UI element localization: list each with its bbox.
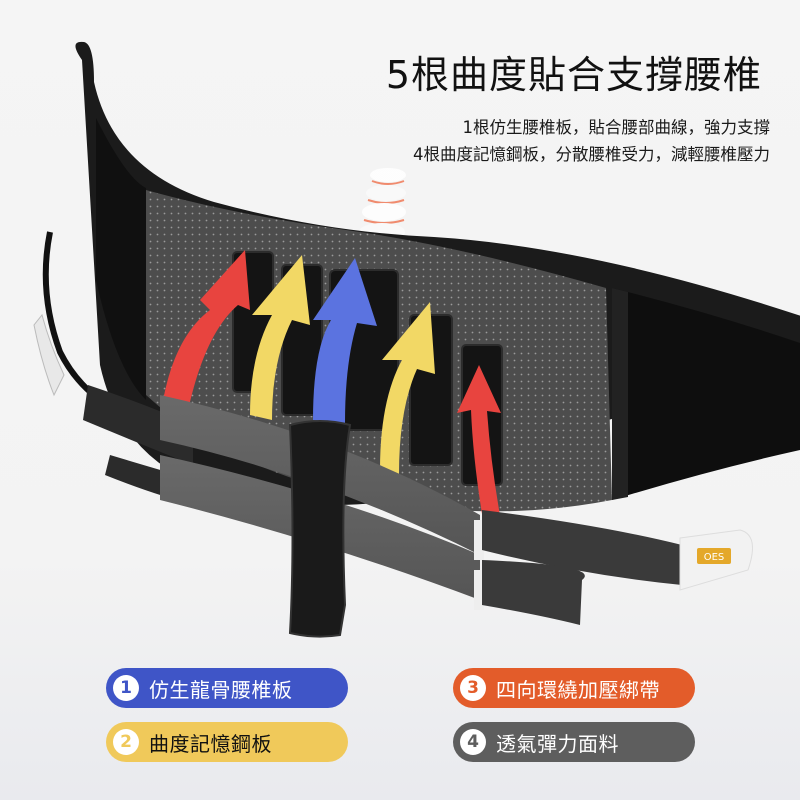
feature-badge-2: 2 曲度記憶鋼板 — [106, 722, 348, 762]
number-badge-icon: 1 — [113, 675, 139, 701]
brand-tag: OES — [697, 548, 731, 564]
arrow-yellow-2 — [380, 302, 435, 474]
subtitle-line-2: 4根曲度記憶鋼板，分散腰椎受力，減輕腰椎壓力 — [413, 145, 770, 164]
lumbar-pad — [288, 420, 352, 638]
feature-label: 曲度記憶鋼板 — [149, 731, 272, 756]
number-badge-icon: 2 — [113, 729, 139, 755]
arrow-red-left — [160, 250, 250, 420]
back-brace-illustration: OES — [33, 41, 800, 638]
feature-label: 仿生龍骨腰椎板 — [149, 677, 293, 702]
subtitle: 1根仿生腰椎板，貼合腰部曲線，強力支撐 4根曲度記憶鋼板，分散腰椎受力，減輕腰椎… — [413, 114, 770, 168]
arrow-yellow-1 — [250, 255, 310, 420]
feature-badge-3: 3 四向環繞加壓綁帶 — [453, 668, 695, 708]
feature-label: 透氣彈力面料 — [496, 731, 619, 756]
number-badge-icon: 3 — [460, 675, 486, 701]
svg-text:OES: OES — [704, 552, 725, 563]
feature-badge-1: 1 仿生龍骨腰椎板 — [106, 668, 348, 708]
feature-badge-4: 4 透氣彈力面料 — [453, 722, 695, 762]
arrow-blue-center — [313, 258, 377, 423]
subtitle-line-1: 1根仿生腰椎板，貼合腰部曲線，強力支撐 — [462, 118, 771, 137]
number-badge-icon: 4 — [460, 729, 486, 755]
page-title: 5根曲度貼合支撐腰椎 — [385, 53, 762, 97]
feature-label: 四向環繞加壓綁帶 — [496, 677, 660, 702]
arrow-red-right — [457, 365, 501, 521]
support-arrows — [160, 250, 501, 521]
